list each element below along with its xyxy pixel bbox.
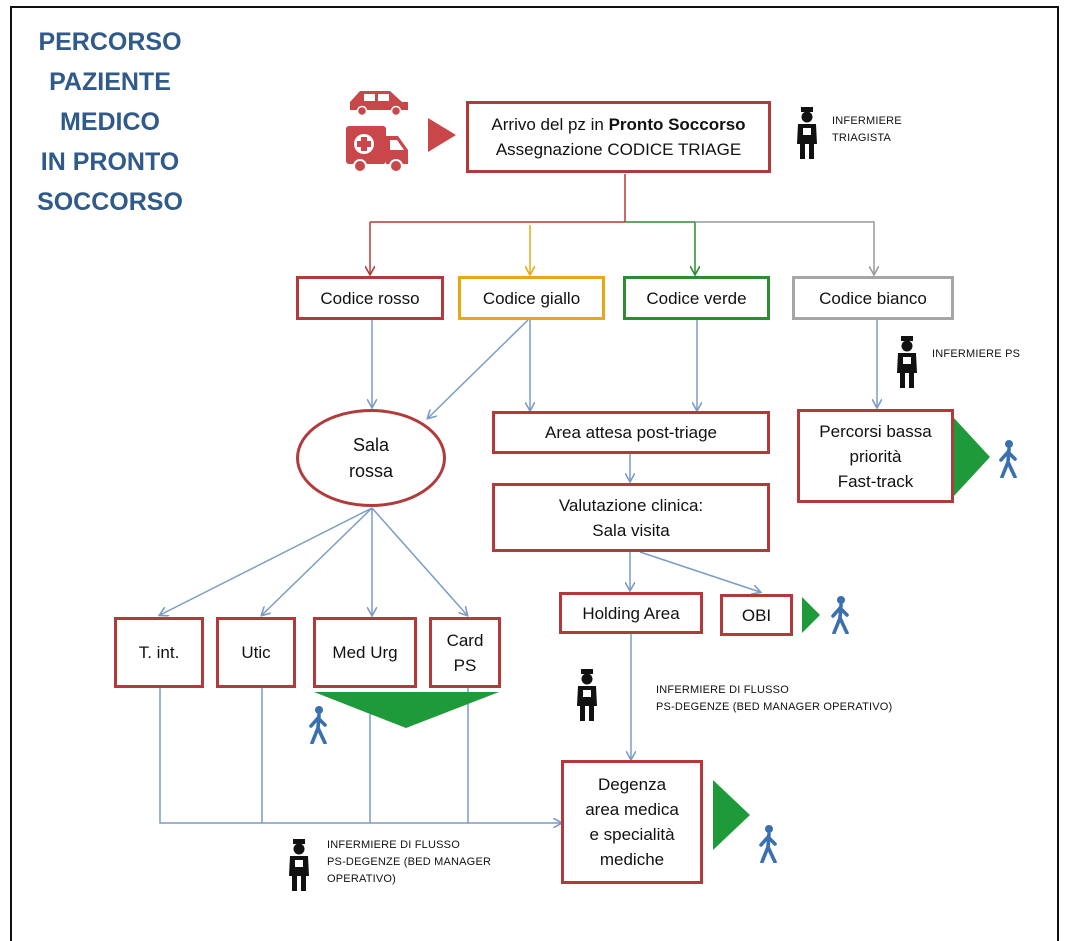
label-infermiere-ps: INFERMIERE PS <box>932 348 1021 360</box>
card-ps-label: Card PS <box>446 630 484 675</box>
play-triangle-icons <box>314 417 990 850</box>
med-urg-label: Med Urg <box>332 643 398 662</box>
utic-box[interactable]: Utic <box>216 617 296 688</box>
percorsi-label: Percorsi bassa priorità Fast-track <box>819 421 932 491</box>
percorsi-fast-track-box[interactable]: Percorsi bassa priorità Fast-track <box>797 409 954 503</box>
down-triangle-icon <box>314 692 499 728</box>
holding-area-box[interactable]: Holding Area <box>559 592 703 634</box>
nurse-icon <box>577 669 597 721</box>
arrival-line-1: Arrivo del pz in Pronto Soccorso <box>491 112 745 137</box>
walking-person-icon <box>759 825 777 863</box>
holding-area-label: Holding Area <box>582 603 680 623</box>
flow-arrows <box>160 319 877 823</box>
sala-rossa-oval[interactable]: Sala rossa <box>296 409 446 507</box>
t-int-box[interactable]: T. int. <box>114 617 204 688</box>
t-int-label: T. int. <box>138 643 180 662</box>
triage-branch-connectors <box>370 174 874 274</box>
walking-person-icon <box>999 440 1017 478</box>
obi-label: OBI <box>741 605 772 625</box>
degenza-label: Degenza area medica e specialità mediche <box>585 775 679 869</box>
walking-person-icon <box>309 706 327 744</box>
label-infermiere-triagista: INFERMIERE TRIAGISTA <box>832 115 902 144</box>
label-infermiere-flusso-bottom: INFERMIERE DI FLUSSO PS-DEGENZE (BED MAN… <box>327 839 492 885</box>
valutazione-clinica-box[interactable]: Valutazione clinica: Sala visita <box>492 483 770 552</box>
nurse-icon <box>797 107 817 159</box>
area-attesa-label: Area attesa post-triage <box>545 423 717 442</box>
codice-rosso-box[interactable]: Codice rosso <box>296 276 444 320</box>
play-triangle-icon <box>713 780 750 850</box>
codice-bianco-label: Codice bianco <box>819 288 927 308</box>
degenza-box[interactable]: Degenza area medica e specialità mediche <box>561 760 703 884</box>
codice-verde-label: Codice verde <box>646 288 747 308</box>
title-line: PERCORSO <box>38 28 182 56</box>
car-icon <box>350 91 408 116</box>
arrival-triage-box[interactable]: Arrivo del pz in Pronto Soccorso Assegna… <box>466 101 771 173</box>
area-attesa-box[interactable]: Area attesa post-triage <box>492 411 770 454</box>
play-triangle-icon <box>802 597 820 633</box>
walking-person-icon <box>831 596 849 634</box>
label-infermiere-flusso-right: INFERMIERE DI FLUSSO PS-DEGENZE (BED MAN… <box>656 684 893 713</box>
arrival-bold: Pronto Soccorso <box>608 115 746 134</box>
codice-giallo-box[interactable]: Codice giallo <box>458 276 605 320</box>
title-line: PAZIENTE <box>49 68 171 96</box>
title-line: MEDICO <box>60 108 160 136</box>
sala-rossa-label: Sala rossa <box>348 435 393 481</box>
card-ps-box[interactable]: Card PS <box>429 617 501 688</box>
nurse-icon <box>897 336 917 388</box>
arrival-prefix: Arrivo del pz in <box>491 115 609 134</box>
diagram-frame <box>10 6 1059 941</box>
nurse-icon <box>289 839 309 891</box>
arrival-line-2: Assegnazione CODICE TRIAGE <box>495 140 742 159</box>
utic-label: Utic <box>241 643 271 662</box>
title-line: IN PRONTO <box>40 148 180 176</box>
play-triangle-icon <box>953 417 990 497</box>
codice-rosso-label: Codice rosso <box>320 288 420 308</box>
codice-bianco-box[interactable]: Codice bianco <box>792 276 954 320</box>
codice-verde-box[interactable]: Codice verde <box>623 276 770 320</box>
med-urg-box[interactable]: Med Urg <box>313 617 417 688</box>
obi-box[interactable]: OBI <box>720 594 793 636</box>
valutazione-label: Valutazione clinica: Sala visita <box>558 495 704 540</box>
title-line: SOCCORSO <box>37 188 183 216</box>
arrival-arrow-icon <box>428 118 456 152</box>
ambulance-icon <box>346 126 408 173</box>
codice-giallo-label: Codice giallo <box>482 288 581 308</box>
diagram-title: PERCORSO PAZIENTE MEDICO IN PRONTO SOCCO… <box>22 22 198 222</box>
